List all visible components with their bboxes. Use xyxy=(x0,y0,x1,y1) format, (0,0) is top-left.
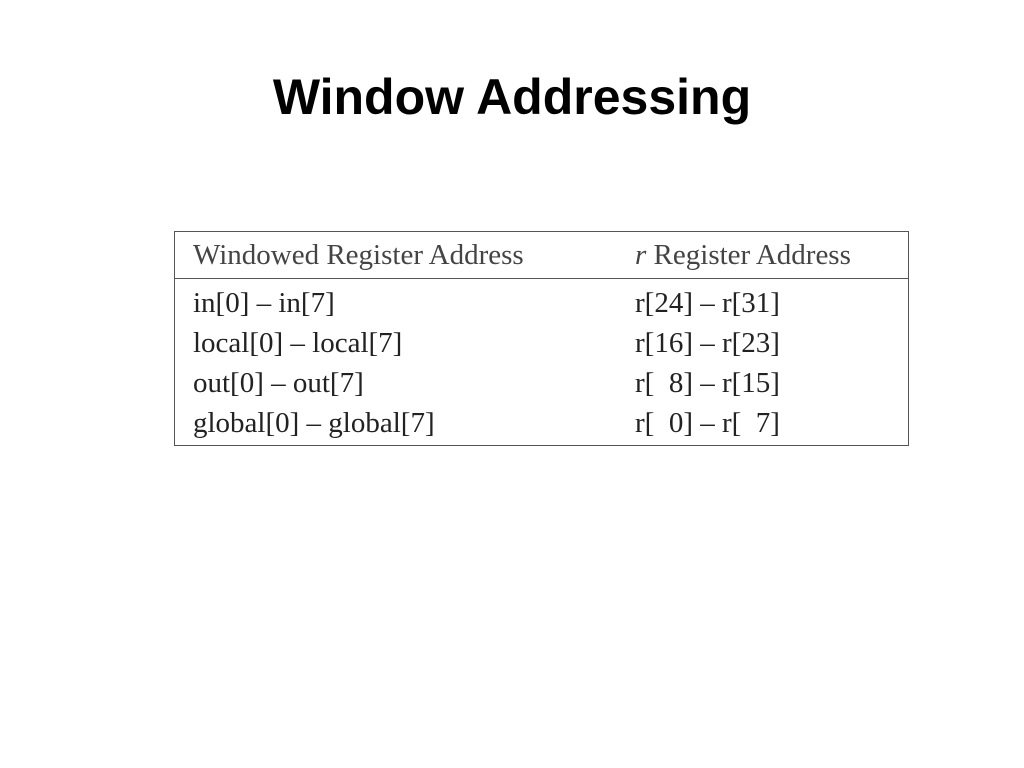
windowed-address-cell: local[0] – local[7] xyxy=(193,327,403,359)
header-windowed-register-address: Windowed Register Address xyxy=(193,239,524,271)
table-body: in[0] – in[7] r[24] – r[31] local[0] – l… xyxy=(175,284,908,444)
windowed-address-cell: out[0] – out[7] xyxy=(193,367,364,399)
table-row: in[0] – in[7] r[24] – r[31] xyxy=(175,284,908,324)
slide-title: Window Addressing xyxy=(272,69,752,125)
register-address-cell: r[16] – r[23] xyxy=(635,327,780,359)
windowed-address-cell: in[0] – in[7] xyxy=(193,287,335,319)
header-register-address-text: Register Address xyxy=(646,239,851,271)
table-row: out[0] – out[7] r[ 8] – r[15] xyxy=(175,364,908,404)
register-address-cell: r[ 8] – r[15] xyxy=(635,367,780,399)
table-header-row: Windowed Register Address r Register Add… xyxy=(175,232,908,279)
register-address-table: Windowed Register Address r Register Add… xyxy=(174,231,909,446)
header-r-letter: r xyxy=(635,239,647,271)
register-address-cell: r[ 0] – r[ 7] xyxy=(635,407,780,439)
register-address-cell: r[24] – r[31] xyxy=(635,287,780,319)
windowed-address-cell: global[0] – global[7] xyxy=(193,407,435,439)
table-row: local[0] – local[7] r[16] – r[23] xyxy=(175,324,908,364)
header-r-register-address: r Register Address xyxy=(635,238,851,272)
table-row: global[0] – global[7] r[ 0] – r[ 7] xyxy=(175,404,908,444)
